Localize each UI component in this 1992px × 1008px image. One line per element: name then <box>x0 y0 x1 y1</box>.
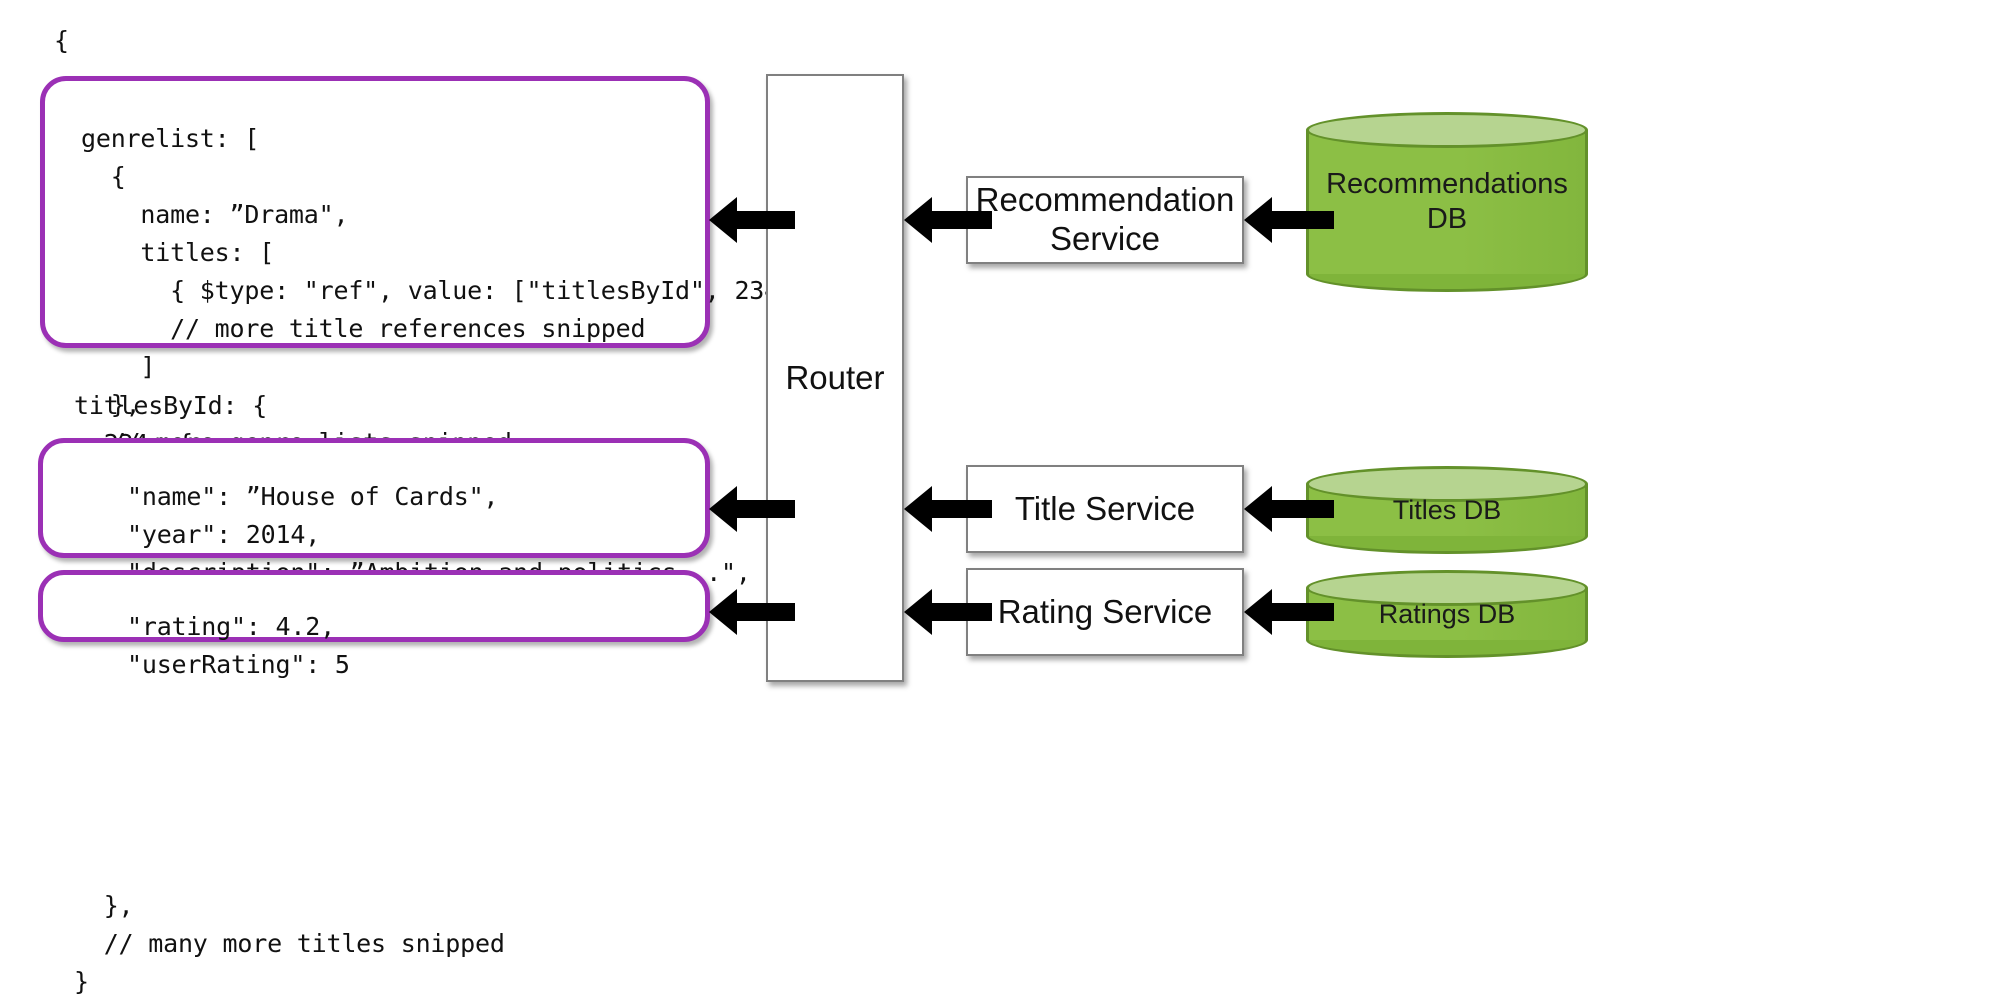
callout-rating-inner: "rating": 4.2, "userRating": 5 <box>43 575 705 723</box>
arrow-router-to-callout-title <box>735 500 795 518</box>
cylinder-top-icon <box>1306 466 1588 502</box>
arrow-recommendations-db-to-service <box>1270 211 1334 229</box>
arrow-ratings-db-to-service <box>1270 603 1334 621</box>
arrow-titles-db-to-service <box>1270 500 1334 518</box>
callout-rating-attributes: "rating": 4.2, "userRating": 5 <box>38 570 710 679</box>
arrow-title-service-to-router <box>930 500 992 518</box>
rating-attributes-code: "rating": 4.2, "userRating": 5 <box>127 612 350 679</box>
cylinder-body-icon <box>1306 130 1588 274</box>
database-titles[interactable]: Titles DB <box>1306 466 1588 554</box>
service-title-label: Title Service <box>1014 489 1196 527</box>
service-title[interactable]: Title Service <box>966 465 1244 553</box>
service-rating[interactable]: Rating Service <box>966 568 1244 656</box>
database-titles-label: Titles DB <box>1392 494 1502 525</box>
router-label: Router <box>785 359 885 396</box>
cylinder-top-icon <box>1306 570 1588 606</box>
arrow-rating-service-to-router <box>930 603 992 621</box>
service-rating-label: Rating Service <box>997 592 1213 630</box>
arrow-router-to-callout-rating <box>735 603 795 621</box>
router-box[interactable]: Router <box>766 74 904 682</box>
arrow-router-to-callout-genrelist <box>735 211 795 229</box>
json-closing-code: }, // many more titles snipped } } <box>74 891 505 1008</box>
arrow-recommendation-service-to-router <box>930 211 992 229</box>
cylinder-top-icon <box>1306 112 1588 148</box>
callout-genrelist: genrelist: [ { name: ”Drama", titles: [ … <box>40 76 839 495</box>
callout-title-attributes: "name": ”House of Cards", "year": 2014, … <box>38 438 751 625</box>
database-ratings-label: Ratings DB <box>1378 598 1516 629</box>
database-ratings[interactable]: Ratings DB <box>1306 570 1588 658</box>
json-open-brace: { <box>54 26 69 55</box>
